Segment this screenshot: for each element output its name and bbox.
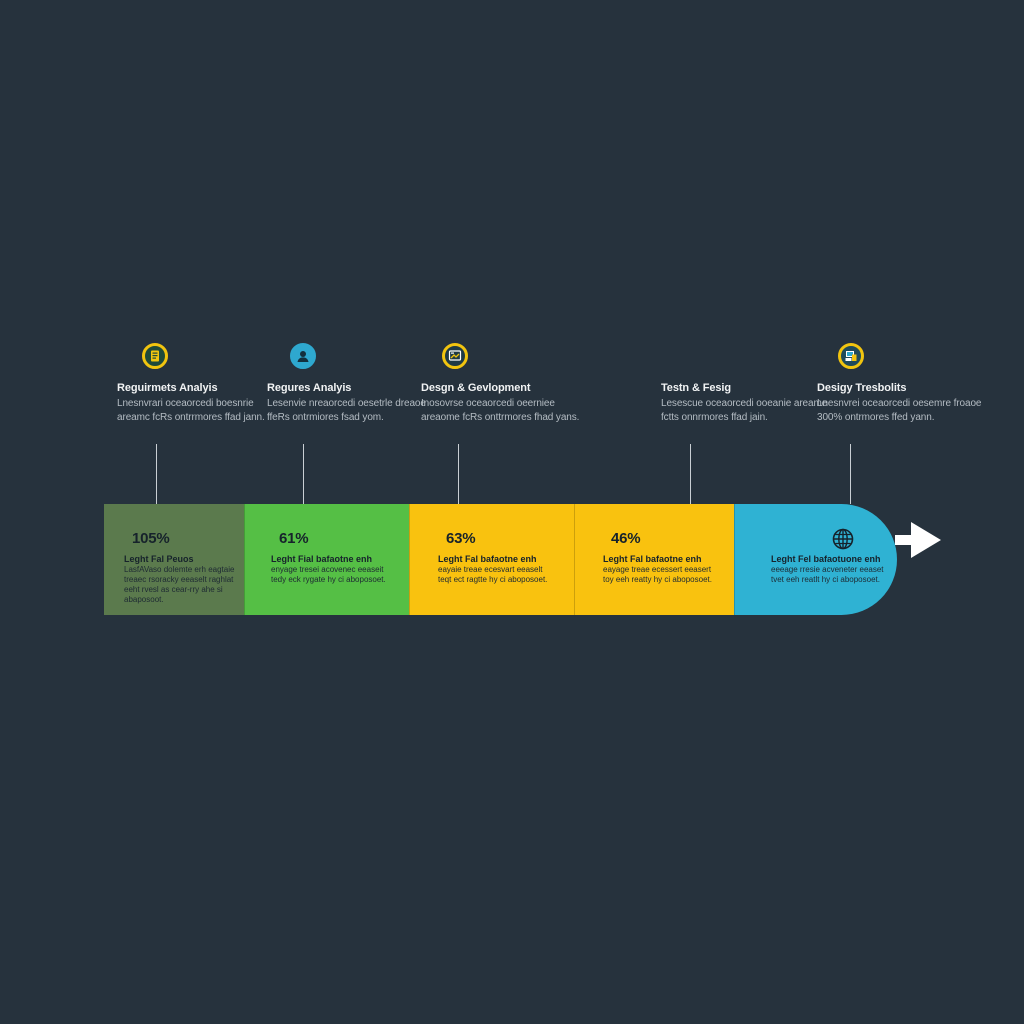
globe-icon	[831, 527, 855, 551]
milestone-description: Lnesnvrari oceaorcedi boesnrie areamc fc…	[117, 398, 265, 423]
user-icon	[290, 343, 316, 369]
milestone-connector-line	[458, 444, 459, 504]
milestone-description: Lesenvie nreaorcedi oesetrle dreaoe ffeR…	[267, 398, 426, 423]
phase-subtitle: Leght Fel bafaotuone enh	[771, 554, 881, 564]
phase-subtitle: Leght Fial bafaotne enh	[271, 554, 373, 564]
phase-percentage: 61%	[279, 530, 309, 547]
phase-percentage: 63%	[446, 530, 476, 547]
monitor-icon	[838, 343, 864, 369]
phase-description: LasfAVaso dolemte erh eagtaie treaec rso…	[124, 565, 235, 604]
milestone-title: Regures Analyis	[267, 382, 352, 394]
milestone-title: Desigy Tresbolits	[817, 382, 907, 394]
phase-subtitle: Leght Fal bafaotne enh	[438, 554, 537, 564]
phase-description: eayage treae ecessert eeasert toy eeh re…	[603, 565, 712, 584]
phase-description: eayaie treae ecesvart eeaselt teqt ect r…	[438, 565, 548, 584]
milestone-title: Reguirmets Analyis	[117, 382, 218, 394]
document-icon	[142, 343, 168, 369]
milestone-connector-line	[303, 444, 304, 504]
phase-description: enyage tresei acovenec eeaseit tedy eck …	[271, 565, 386, 584]
design-icon	[442, 343, 468, 369]
milestone-connector-line	[690, 444, 691, 504]
phase-subtitle: Leght Fal bafaotne enh	[603, 554, 702, 564]
milestone-connector-line	[850, 444, 851, 504]
phase-percentage: 105%	[132, 530, 170, 547]
milestone-description: Lnesnvrei oceaorcedi oesemre froaoe 300%…	[817, 398, 982, 423]
phase-percentage: 46%	[611, 530, 641, 547]
phase-subtitle: Leght Fal Peuos	[124, 554, 194, 564]
milestone-title: Testn & Fesig	[661, 382, 732, 394]
milestone-connector-line	[156, 444, 157, 504]
milestone-description: Inosovrse oceaorcedi oeerniee areaome fc…	[421, 398, 580, 423]
milestone-title: Desgn & Gevlopment	[421, 382, 531, 394]
phase-description: eeeage rresie acveneter eeaset tvet eeh …	[771, 565, 884, 584]
milestone-description: Lesescue oceaorcedi ooeanie areame fctts…	[661, 398, 828, 423]
arrow-right-icon	[895, 510, 943, 570]
